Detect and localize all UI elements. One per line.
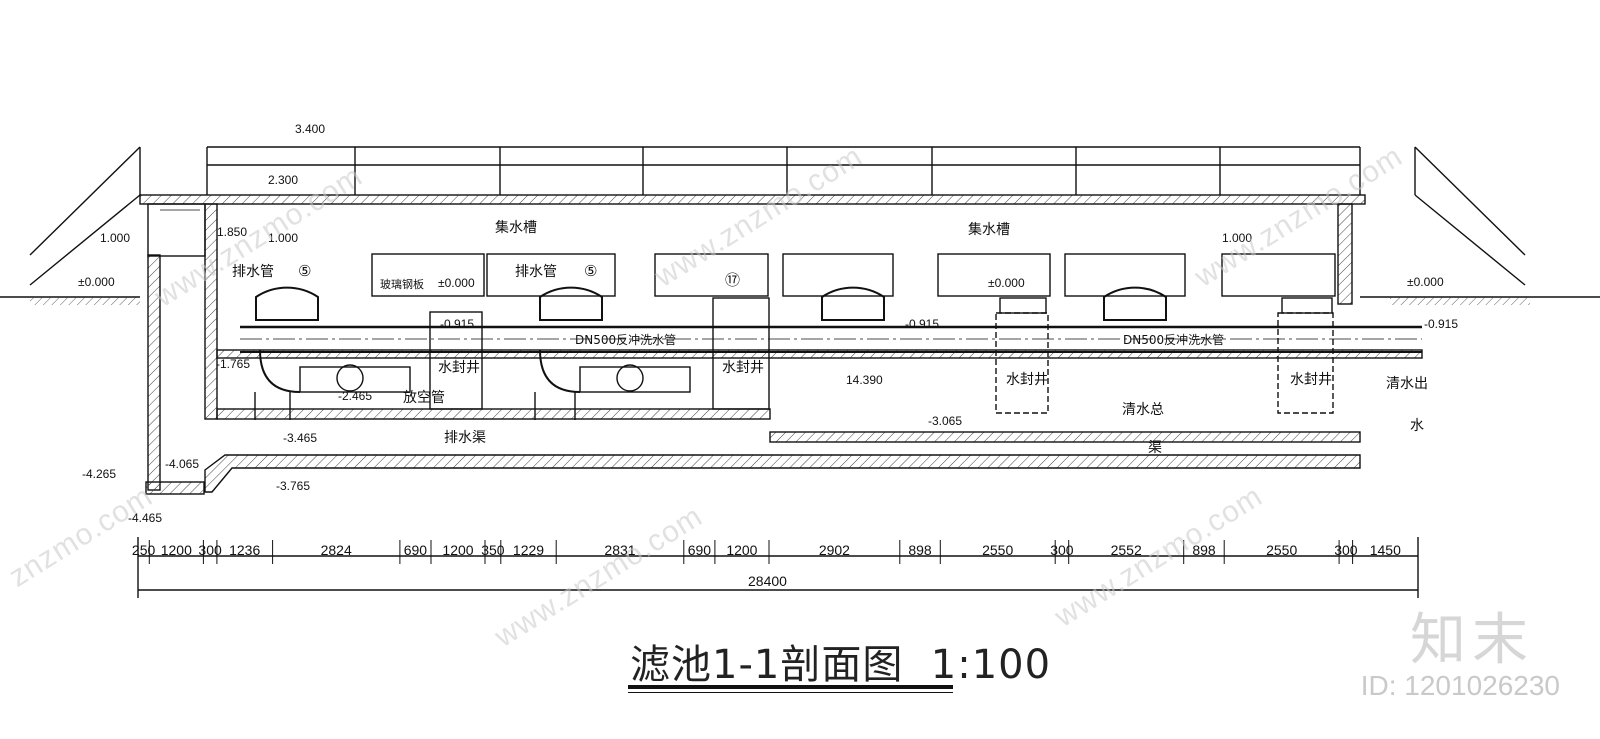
- elev-n4465: -4.465: [128, 511, 162, 525]
- dim-segment: 250: [132, 542, 156, 558]
- label-seal-well-4: 水封井: [1290, 372, 1332, 388]
- dim-segment: 690: [404, 542, 428, 558]
- label-drain-channel: 排水渠: [444, 430, 486, 446]
- label-item5-1: ⑤: [298, 262, 311, 280]
- image-id: ID: 1201026230: [1360, 670, 1560, 701]
- dim-segment: 1200: [442, 542, 473, 558]
- label-glass-plate: 玻璃钢板: [380, 277, 424, 291]
- dim-segment: 2824: [321, 542, 352, 558]
- label-drain-pipe-1: 排水管: [232, 264, 274, 280]
- label-empty-pipe: 放空管: [403, 390, 445, 406]
- elev-n0915-3: -0.915: [1424, 317, 1458, 331]
- dim-segment: 1200: [161, 542, 192, 558]
- elev-14390: 14.390: [846, 373, 883, 387]
- label-drain-pipe-2: 排水管: [515, 264, 557, 280]
- elev-n4065: -4.065: [165, 457, 199, 471]
- dim-segment: 300: [198, 542, 222, 558]
- label-item17: ⑰: [725, 271, 740, 289]
- elev-1850: 1.850: [217, 225, 247, 239]
- dim-segment: 300: [1334, 542, 1358, 558]
- elev-n0915-2: -0.915: [905, 317, 939, 331]
- dim-segment: 1236: [229, 542, 260, 558]
- label-seal-well-2: 水封井: [722, 360, 764, 376]
- labels: 集水槽 集水槽 排水管 排水管 ⑤ ⑤ ⑰ 玻璃钢板 水封井 水封井 水封井 水…: [232, 219, 1428, 456]
- dimension-chain: 250 1200 300 1236 2824 690 1200 350 1229 2831 690 1…: [132, 540, 1419, 564]
- title-underline-thin: [628, 692, 953, 693]
- dim-segment: 898: [908, 542, 932, 558]
- label-seal-well-1: 水封井: [438, 360, 480, 376]
- dim-segment: 2902: [819, 542, 850, 558]
- dim-total: 28400: [748, 573, 787, 589]
- elev-n0915-1: -0.915: [440, 317, 474, 331]
- label-item5-2: ⑤: [584, 262, 597, 280]
- dim-segment: 690: [688, 542, 712, 558]
- dim-segment: 300: [1050, 542, 1074, 558]
- elev-1000-1: 1.000: [100, 231, 130, 245]
- elev-n1765: -1.765: [216, 357, 250, 371]
- label-collect-trough-1: 集水槽: [495, 219, 537, 236]
- dim-segment: 898: [1192, 542, 1216, 558]
- elev-n2465: -2.465: [338, 389, 372, 403]
- dim-segment: 1200: [726, 542, 757, 558]
- elev-0-1: ±0.000: [78, 275, 115, 289]
- elev-1000-3: 1.000: [1222, 231, 1252, 245]
- elev-0-2: ±0.000: [438, 276, 475, 290]
- label-collect-trough-2: 集水槽: [968, 221, 1010, 238]
- elev-3400: 3.400: [295, 122, 325, 136]
- brand-logo: 知末: [1410, 608, 1534, 673]
- label-backwash-1: DN500反冲洗水管: [575, 332, 676, 347]
- label-seal-well-3: 水封井: [1006, 372, 1048, 388]
- elev-0-4: ±0.000: [1407, 275, 1444, 289]
- elev-0-3: ±0.000: [988, 276, 1025, 290]
- dim-segment: 1450: [1370, 542, 1401, 558]
- elevations: 3.400 2.300 1.850 1.000 1.000 1.000 ±0.0…: [78, 122, 1458, 525]
- title-underline-thick: [628, 685, 953, 689]
- label-clear-out: 清水出: [1386, 376, 1428, 392]
- structure: [0, 146, 1600, 598]
- elev-n4265: -4.265: [82, 467, 116, 481]
- elev-n3465: -3.465: [283, 431, 317, 445]
- elev-n3065: -3.065: [928, 414, 962, 428]
- dim-segment: 350: [481, 542, 505, 558]
- scale-text: 1:100: [930, 642, 1052, 688]
- label-clear-out-2: 水: [1410, 418, 1424, 434]
- dim-segment: 1229: [513, 542, 544, 558]
- dim-segment: 2550: [982, 542, 1013, 558]
- label-clear-water-2: 渠: [1148, 440, 1162, 456]
- elev-1000-2: 1.000: [268, 231, 298, 245]
- elev-2300: 2.300: [268, 173, 298, 187]
- dim-segment: 2831: [604, 542, 635, 558]
- label-backwash-2: DN500反冲洗水管: [1123, 332, 1224, 347]
- dim-segment: 2552: [1111, 542, 1142, 558]
- elev-n3765: -3.765: [276, 479, 310, 493]
- label-clear-water: 清水总: [1122, 402, 1164, 418]
- drawing-title: 滤池1-1剖面图 1:100: [630, 632, 1051, 690]
- dim-segment: 2550: [1266, 542, 1297, 558]
- title-text: 滤池1-1剖面图: [630, 642, 904, 688]
